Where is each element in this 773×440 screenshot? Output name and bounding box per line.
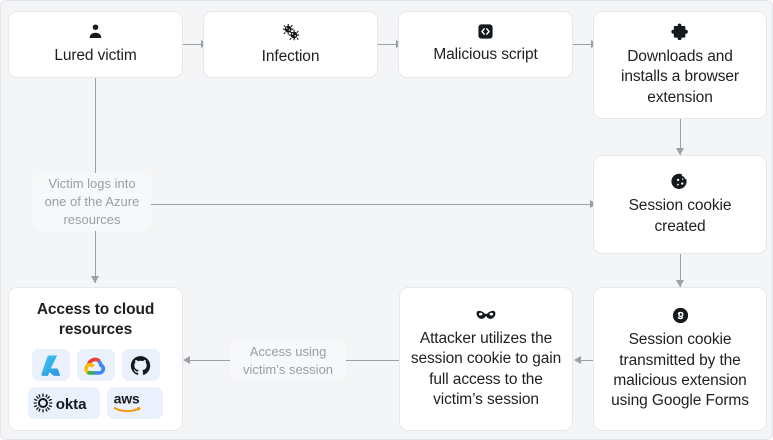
virus-icon (281, 22, 301, 42)
google-cloud-logo[interactable] (76, 349, 115, 382)
azure-logo[interactable] (31, 349, 70, 382)
connector-extension-to-session-cookie (680, 119, 682, 155)
aws-wordmark: aws (114, 391, 140, 406)
edge-label-text: Access using victim’s session (242, 343, 334, 377)
node-label: Session cookie created (628, 197, 732, 235)
node-malicious-script[interactable]: Malicious script (398, 11, 573, 78)
edge-label-azure-login: Victim logs into one of the Azure resour… (33, 173, 151, 231)
arrowhead-cloud-access (90, 276, 99, 283)
node-cloud-access[interactable]: Access to cloud resources (8, 287, 183, 431)
arrowhead-cookie-transmitted (675, 280, 684, 287)
node-label: Downloads and installs a browser extensi… (621, 47, 739, 106)
data-transfer-icon (671, 306, 690, 325)
connector-transmitted-to-attacker (581, 360, 596, 362)
node-label: Access to cloud resources (36, 301, 155, 339)
okta-sunburst-icon (33, 393, 53, 413)
connector-victim-to-azure-label (95, 78, 97, 173)
cookie-icon (670, 172, 690, 191)
connector-azure-label-to-cloud (95, 231, 97, 283)
connector-script-to-extension (573, 44, 593, 46)
arrowhead-attacker (574, 355, 581, 364)
github-logo[interactable] (121, 349, 160, 382)
aws-logo[interactable]: aws (107, 387, 163, 420)
node-label: Infection (261, 47, 320, 65)
node-attacker-utilizes[interactable]: Attacker utilizes the session cookie to … (399, 287, 573, 431)
node-cookie-transmitted[interactable]: Session cookie transmitted by the malici… (593, 287, 767, 431)
cloud-logo-group: okta aws (28, 349, 163, 420)
okta-wordmark: okta (56, 396, 87, 413)
connector-attacker-to-access-label (346, 360, 399, 362)
okta-logo[interactable]: okta (28, 387, 100, 420)
node-browser-extension[interactable]: Downloads and installs a browser extensi… (593, 11, 767, 119)
cloud-logo-row-2: okta aws (28, 387, 163, 420)
connector-lured-to-infection (183, 44, 203, 46)
puzzle-piece-icon (670, 22, 690, 42)
arrowhead-cloud-resources (183, 355, 190, 364)
node-lured-victim[interactable]: Lured victim (8, 11, 183, 78)
arrowhead-session-cookie-created-top (675, 148, 684, 155)
edge-label-text: Victim logs into one of the Azure resour… (44, 176, 140, 227)
connector-infection-to-script (378, 44, 398, 46)
connector-session-cookie-to-transmitted (680, 254, 682, 287)
node-label: Session cookie transmitted by the malici… (611, 331, 749, 410)
node-label: Malicious script (433, 46, 538, 64)
node-infection[interactable]: Infection (203, 11, 378, 78)
node-session-cookie-created[interactable]: Session cookie created (593, 155, 767, 254)
connector-access-label-to-cloud (190, 360, 230, 362)
person-icon (86, 22, 105, 41)
code-icon (477, 23, 494, 40)
cloud-logo-row-1 (31, 349, 160, 382)
node-label: Attacker utilizes the session cookie to … (410, 329, 562, 408)
edge-label-access-session: Access using victim’s session (230, 341, 346, 380)
node-label: Lured victim (54, 47, 137, 65)
connector-azure-label-to-session-cookie (151, 204, 593, 206)
mask-icon (475, 308, 497, 324)
